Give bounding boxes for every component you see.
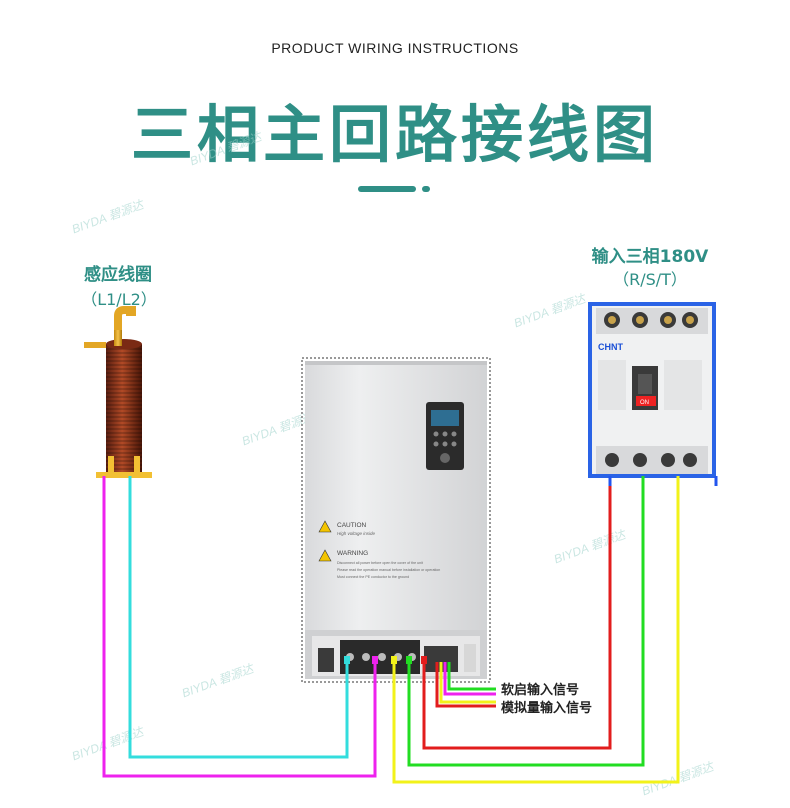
title-underline-dot	[422, 186, 430, 192]
title-underline	[358, 186, 416, 192]
wire-signal-red	[435, 662, 496, 708]
page-title: 三相主回路接线图	[130, 98, 659, 171]
warning-line: Must connect the PE conductor to the gro…	[337, 575, 409, 579]
warning-line: Please read the operation manual before …	[337, 568, 440, 572]
circuit-breaker-image: CHNT ON	[588, 302, 716, 478]
wire-red	[422, 476, 612, 750]
wire-cyan	[128, 476, 349, 759]
wire-magenta	[102, 476, 377, 778]
power-input-label: 输入三相180V	[591, 247, 709, 267]
wire-yellow	[392, 476, 680, 784]
soft-start-signal-label: 软启输入信号	[501, 683, 580, 698]
coil-terminals-label: （L1/L2）	[81, 290, 157, 309]
breaker-brand: CHNT	[598, 342, 623, 352]
wire-signal-yellow	[439, 662, 496, 704]
wires	[102, 476, 718, 784]
wire-green	[407, 476, 645, 767]
power-terminals-label: （R/S/T）	[613, 270, 687, 289]
warning-title: WARNING	[337, 550, 368, 557]
warning-line: Disconnect all power before open the cov…	[337, 561, 423, 565]
page-subtitle: PRODUCT WIRING INSTRUCTIONS	[271, 40, 519, 56]
caution-title: CAUTION	[337, 522, 367, 529]
analog-signal-label: 模拟量输入信号	[501, 701, 593, 716]
wire-signal-magenta	[443, 662, 496, 696]
wire-signal-green	[447, 662, 496, 691]
coil-label: 感应线圈	[84, 265, 152, 285]
breaker-on-label: ON	[640, 400, 649, 406]
controller-cabinet-image: CAUTION High voltage inside WARNING Disc…	[301, 357, 491, 683]
induction-coil-image	[84, 306, 152, 478]
caution-text: High voltage inside	[337, 531, 376, 536]
terminal-connectors	[344, 656, 427, 664]
